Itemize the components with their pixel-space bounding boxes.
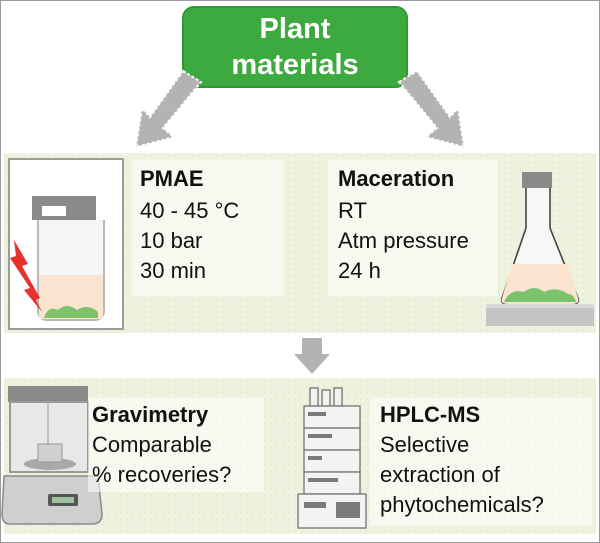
pmae-heading: PMAE xyxy=(140,166,204,191)
gravimetry-line-1: Comparable xyxy=(92,432,212,457)
hplc-line-1: Selective xyxy=(380,432,470,457)
microwave-vessel-icon xyxy=(32,196,105,321)
lightning-icon xyxy=(10,240,42,312)
plant-materials-box: Plant materials xyxy=(182,6,408,88)
arrow-down-right-icon xyxy=(397,69,466,149)
maceration-temperature: RT xyxy=(338,198,367,223)
pmae-pressure: 10 bar xyxy=(140,228,203,253)
gravimetry-heading: Gravimetry xyxy=(92,402,209,427)
maceration-pressure: Atm pressure xyxy=(338,228,469,253)
hplc-line-3: phytochemicals? xyxy=(380,492,544,517)
hplc-ms-panel: HPLC-MS Selective extraction of phytoche… xyxy=(370,398,592,526)
analytical-balance-icon xyxy=(1,386,103,525)
arrow-down-icon xyxy=(294,338,330,374)
gravimetry-line-2: % recoveries? xyxy=(92,462,232,487)
pmae-temperature: 40 - 45 °C xyxy=(140,198,240,223)
erlenmeyer-flask-icon xyxy=(500,172,580,305)
hplc-ms-heading: HPLC-MS xyxy=(380,402,481,427)
title-line-1: Plant xyxy=(259,13,331,45)
gravimetry-panel: Gravimetry Comparable % recoveries? xyxy=(88,398,264,492)
arrow-down-left-icon xyxy=(134,69,203,149)
pmae-panel: PMAE 40 - 45 °C 10 bar 30 min xyxy=(132,160,284,296)
title-line-2: materials xyxy=(231,49,359,81)
maceration-heading: Maceration xyxy=(338,166,455,191)
hplc-ms-instrument-icon xyxy=(297,387,367,529)
maceration-panel: Maceration RT Atm pressure 24 h xyxy=(328,160,498,296)
hot-plate-icon xyxy=(486,304,594,326)
hplc-line-2: extraction of xyxy=(380,462,500,487)
pmae-time: 30 min xyxy=(140,258,207,283)
maceration-time: 24 h xyxy=(338,258,381,283)
